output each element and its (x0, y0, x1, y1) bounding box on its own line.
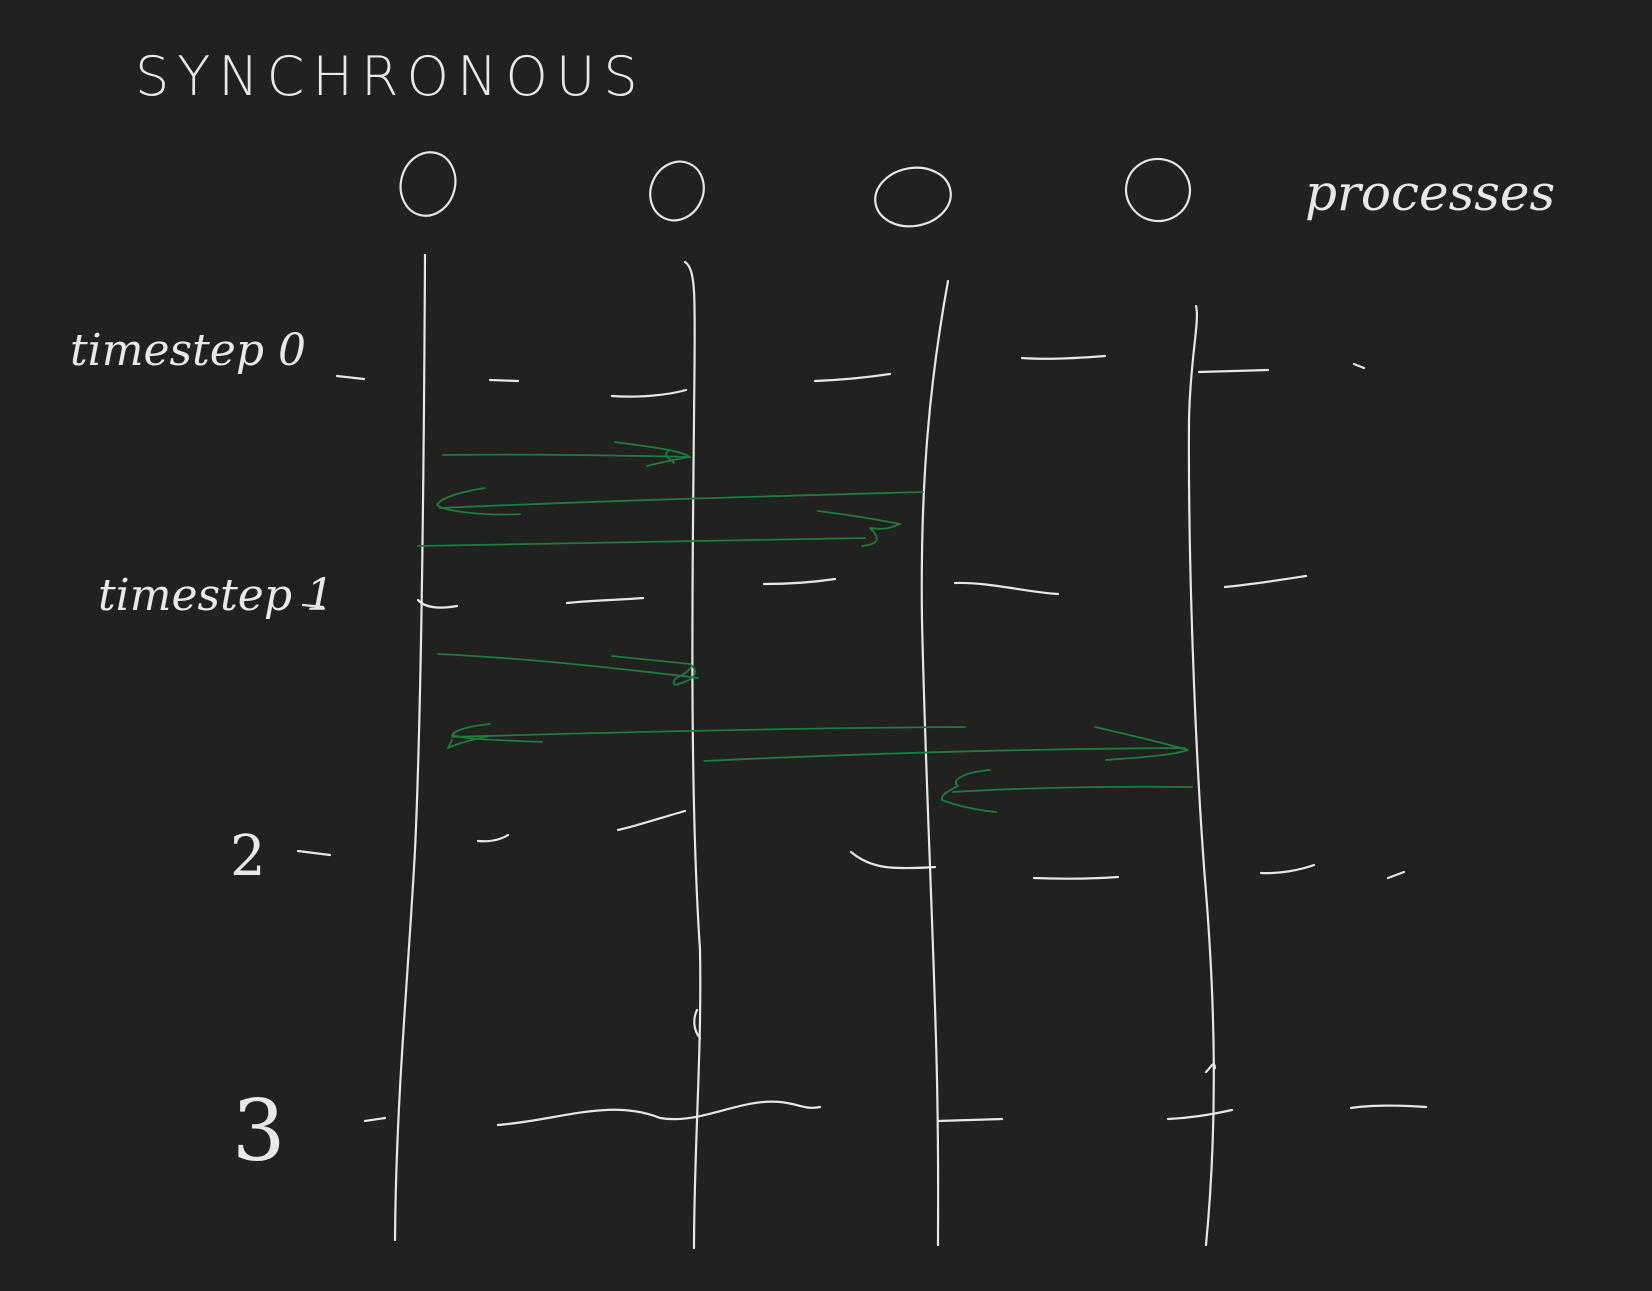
timeline-2 (683, 260, 702, 1250)
timeline-3 (920, 279, 950, 1247)
message-arrow (437, 653, 699, 679)
process-node-3 (874, 166, 952, 228)
timestep-2-ticks (296, 809, 1406, 880)
arrowhead (611, 655, 696, 686)
timestep-label-3: 3 (232, 1082, 285, 1180)
arrowhead (447, 723, 543, 749)
arrowhead (817, 510, 901, 547)
message-arrow (442, 453, 691, 458)
timestep-label-0: timestep 0 (70, 325, 306, 376)
timestep-1-ticks (301, 574, 1308, 609)
process-nodes (399, 151, 1192, 228)
timeline-1 (393, 253, 427, 1242)
process-node-1 (399, 151, 457, 217)
timeline-4 (1187, 304, 1215, 1247)
arrowhead (614, 441, 691, 467)
timestep-labels: timestep 0 timestep 1 2 3 (70, 325, 334, 1180)
diagram-title: SYNCHRONOUS (135, 45, 646, 108)
arrowhead (1094, 726, 1189, 761)
timestep-label-2: 2 (230, 824, 266, 889)
arrowhead (940, 769, 997, 813)
timestep-0-ticks (335, 354, 1366, 398)
message-arrow (703, 747, 1186, 762)
message-arrow (439, 491, 924, 509)
arrowhead (436, 487, 521, 516)
message-arrow (451, 726, 966, 738)
message-arrow (417, 537, 866, 547)
timestep-3-ticks (363, 1008, 1428, 1127)
messages-between-t1-t2 (437, 653, 1193, 813)
timestep-label-1: timestep 1 (98, 570, 334, 621)
processes-label: processes (1305, 164, 1555, 222)
message-arrow (952, 785, 1193, 793)
process-node-4 (1124, 157, 1192, 223)
messages-between-t0-t1 (417, 441, 924, 547)
process-node-2 (649, 160, 705, 222)
process-timelines (393, 253, 1215, 1250)
